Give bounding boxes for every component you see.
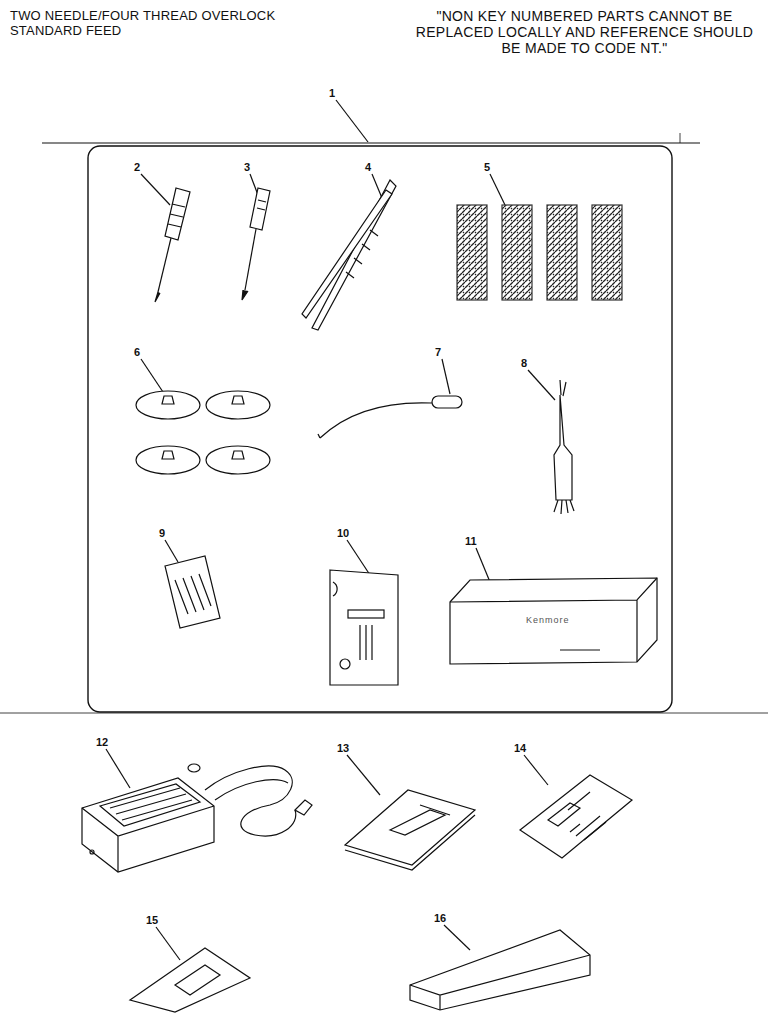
callout-number: 5 xyxy=(483,161,491,173)
callout-number: 12 xyxy=(95,736,109,748)
callout-number: 11 xyxy=(464,535,478,547)
parts-note: "NON KEY NUMBERED PARTS CANNOT BE REPLAC… xyxy=(412,8,757,56)
callout-number: 9 xyxy=(158,527,166,539)
callout-number: 15 xyxy=(145,914,159,926)
callout-number: 4 xyxy=(364,161,372,173)
callout-number: 7 xyxy=(434,346,442,358)
callout-number: 3 xyxy=(243,161,251,173)
callout-number: 14 xyxy=(513,742,527,754)
callout-number: 2 xyxy=(133,161,141,173)
callout-number: 6 xyxy=(133,346,141,358)
callout-number: 10 xyxy=(336,527,350,539)
brand-name: Kenmore xyxy=(526,615,570,625)
model-heading: TWO NEEDLE/FOUR THREAD OVERLOCK STANDARD… xyxy=(10,8,310,38)
callout-number: 16 xyxy=(433,912,447,924)
callout-number: 13 xyxy=(336,742,350,754)
callout-number: 1 xyxy=(328,87,336,99)
callout-number: 8 xyxy=(520,357,528,369)
